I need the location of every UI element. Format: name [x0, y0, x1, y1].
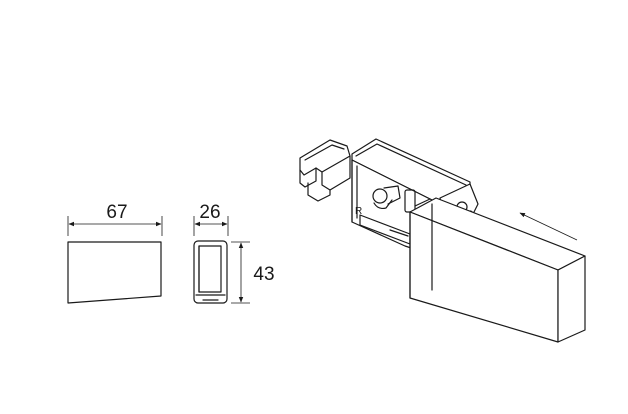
depth-dimension-label: 26: [199, 202, 220, 223]
front-cover: [409, 197, 586, 343]
part-marking: R: [355, 206, 362, 217]
width-dimension-label: 67: [106, 202, 127, 223]
direction-arrow: [519, 212, 578, 241]
height-dimension-label: 43: [253, 264, 274, 285]
isometric-view: R: [299, 138, 586, 343]
side-view: 26 43: [193, 202, 275, 304]
side-view-outline: [193, 240, 228, 304]
mounting-bracket: [299, 139, 351, 202]
front-view-outline: [67, 241, 162, 304]
front-view: 67: [67, 202, 163, 304]
